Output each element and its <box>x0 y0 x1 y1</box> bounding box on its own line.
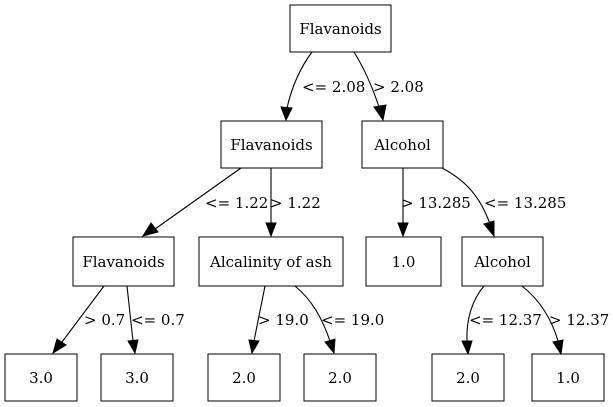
tree-node-leaf-1-0-b: 1.0 <box>531 353 605 402</box>
node-label: 3.0 <box>125 369 149 387</box>
edge-flavanoids-2-to-leaf-a <box>61 285 105 343</box>
edge-label: <= 2.08 <box>302 78 365 96</box>
tree-node-leaf-2-0-b: 2.0 <box>303 353 377 402</box>
arrowhead <box>461 340 473 356</box>
node-label: Alcohol <box>473 253 531 271</box>
arrowhead <box>483 220 495 238</box>
edge-label: <= 0.7 <box>131 311 185 329</box>
node-box <box>365 236 442 287</box>
arrowhead <box>397 222 409 238</box>
node-box <box>72 236 175 287</box>
arrowhead <box>324 338 336 355</box>
node-label: 3.0 <box>29 369 53 387</box>
node-box <box>431 353 505 402</box>
node-box <box>207 353 281 402</box>
node-box <box>198 236 344 287</box>
tree-node-leaf-2-0-a: 2.0 <box>207 353 281 402</box>
node-label: 2.0 <box>456 369 480 387</box>
node-label: Flavanoids <box>299 20 381 38</box>
node-label: Flavanoids <box>230 136 312 154</box>
node-box <box>361 120 444 169</box>
node-label: Alcohol <box>373 136 431 154</box>
edge-label: > 1.22 <box>270 194 321 212</box>
node-label: 2.0 <box>328 369 352 387</box>
edge-label: <= 13.285 <box>484 194 566 212</box>
edge-label: > 13.285 <box>401 194 471 212</box>
arrowhead <box>280 106 293 122</box>
edge-root-to-alcohol <box>353 51 380 108</box>
tree-node-flavanoids-left: Flavanoids <box>220 120 323 169</box>
node-box <box>531 353 605 402</box>
edge-label: > 12.37 <box>549 311 609 329</box>
edge-alcohol-2-to-leaf-a <box>466 285 485 342</box>
edge-alcalinity-to-leaf-b <box>294 285 331 342</box>
arrowhead <box>52 338 67 355</box>
edge-label: > 19.0 <box>258 311 309 329</box>
edge-alcohol-to-alcohol-2 <box>441 167 491 225</box>
edge-flavanoids-to-flavanoids-2 <box>154 167 242 230</box>
edge-label: <= 19.0 <box>321 311 384 329</box>
edge-label: <= 1.22 <box>205 194 268 212</box>
node-label: Flavanoids <box>82 253 164 271</box>
tree-node-leaf-3-0-a: 3.0 <box>4 353 78 402</box>
edge-label: > 2.08 <box>373 78 424 96</box>
node-label: 1.0 <box>392 253 416 271</box>
tree-node-leaf-2-0-c: 2.0 <box>431 353 505 402</box>
node-box <box>303 353 377 402</box>
node-label: Alcalinity of ash <box>209 253 332 271</box>
node-box <box>461 236 544 287</box>
edge-alcalinity-to-leaf-a <box>253 285 266 342</box>
edge-alcohol-2-to-leaf-b <box>521 285 559 342</box>
tree-node-root: Flavanoids <box>289 4 392 53</box>
arrowhead <box>265 222 277 238</box>
edge-flavanoids-2-to-leaf-b <box>126 285 134 342</box>
tree-node-leaf-1-0-a: 1.0 <box>365 236 442 287</box>
arrowhead <box>248 339 260 355</box>
tree-node-flavanoids-2: Flavanoids <box>72 236 175 287</box>
edge-label: <= 12.37 <box>469 311 542 329</box>
tree-node-leaf-3-0-b: 3.0 <box>100 353 174 402</box>
arrowhead <box>552 339 564 356</box>
node-box <box>289 4 392 53</box>
edge-label: > 0.7 <box>84 311 125 329</box>
node-box <box>220 120 323 169</box>
arrowhead <box>127 339 139 355</box>
node-label: 2.0 <box>232 369 256 387</box>
edge-labels: <= 2.08 > 2.08 <= 1.22 > 1.22 > 13.285 <… <box>84 78 609 329</box>
node-box <box>100 353 174 402</box>
tree-node-alcohol: Alcohol <box>361 120 444 169</box>
arrowhead <box>373 104 387 122</box>
edges <box>52 51 564 356</box>
node-box <box>4 353 78 402</box>
tree-node-alcalinity: Alcalinity of ash <box>198 236 344 287</box>
node-label: 1.0 <box>556 369 580 387</box>
tree-node-alcohol-2: Alcohol <box>461 236 544 287</box>
arrowhead <box>141 222 159 237</box>
edge-root-to-flavanoids-left <box>286 51 313 109</box>
